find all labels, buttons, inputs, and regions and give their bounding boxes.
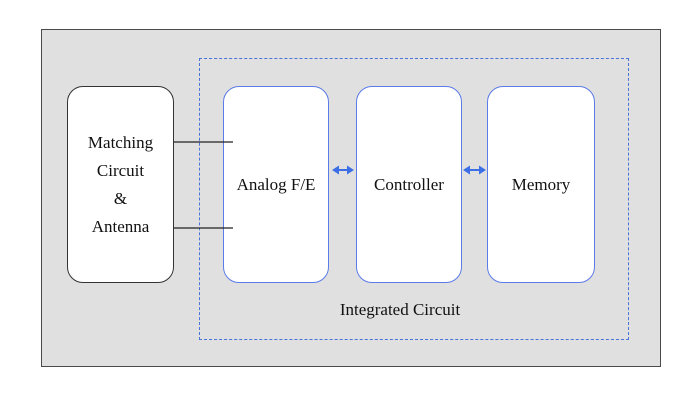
ampersand-label: & xyxy=(113,188,128,208)
integrated-circuit-boundary xyxy=(199,58,629,340)
analog-fe-label: Analog F/E xyxy=(236,174,316,194)
circuit-label: Circuit xyxy=(96,160,145,180)
matching-circuit-antenna-block: Matching Circuit & Antenna xyxy=(67,86,174,283)
analog-fe-block: Analog F/E xyxy=(223,86,329,283)
integrated-circuit-label: Integrated Circuit xyxy=(339,300,461,319)
controller-block: Controller xyxy=(356,86,462,283)
matching-label: Matching xyxy=(87,132,154,152)
memory-label: Memory xyxy=(511,174,571,194)
memory-block: Memory xyxy=(487,86,595,283)
controller-label: Controller xyxy=(374,174,444,194)
antenna-label: Antenna xyxy=(91,216,150,236)
